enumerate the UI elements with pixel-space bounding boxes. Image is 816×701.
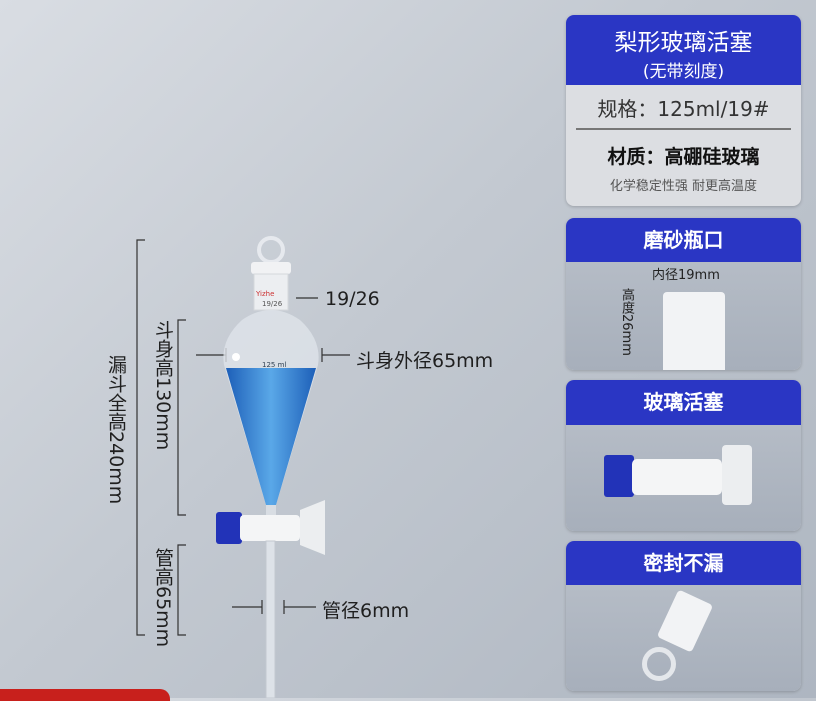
- tube-height-label: 管高65mm: [152, 548, 174, 648]
- tube-diameter-label: 管径6mm: [322, 600, 410, 622]
- inner-diameter-label: 内径19mm: [652, 268, 720, 283]
- feature-title: 磨砂瓶口: [566, 218, 801, 262]
- feature-card-glass-stopcock: 玻璃活塞: [566, 380, 801, 531]
- body-diameter-label: 斗身外径65mm: [356, 350, 494, 372]
- spec-material: 材质：高硼硅玻璃: [607, 146, 760, 168]
- feature-title: 密封不漏: [566, 541, 801, 585]
- stopcock-handle: [722, 445, 752, 505]
- stopper-image: [656, 589, 714, 653]
- spec-card: 梨形玻璃活塞 (无带刻度) 规格：125ml/19# 材质：高硼硅玻璃 化学稳定…: [566, 15, 801, 206]
- stopper-ring: [642, 647, 676, 681]
- bottom-red-bar: [0, 689, 170, 701]
- feature-card-ground-mouth: 磨砂瓶口 内径19mm 高度26mm: [566, 218, 801, 370]
- body-height-label: 斗身高130mm: [152, 320, 174, 451]
- mouth-height-label: 高度26mm: [619, 288, 634, 356]
- ground-joint-image: [663, 292, 725, 370]
- separatory-funnel-illustration: [136, 236, 350, 698]
- feature-card-sealed: 密封不漏: [566, 541, 801, 691]
- spec-material-note: 化学稳定性强 耐更高温度: [609, 179, 758, 194]
- stopcock-body: [632, 459, 722, 495]
- stopcock-cap: [604, 455, 634, 497]
- funnel-joint-mark: 19/26: [262, 300, 283, 308]
- spec-subtitle: (无带刻度): [642, 62, 725, 82]
- joint-size-label: 19/26: [325, 288, 380, 310]
- feature-title: 玻璃活塞: [566, 380, 801, 425]
- funnel-volume-mark: 125 ml: [262, 361, 287, 369]
- spec-size: 规格：125ml/19#: [576, 85, 791, 130]
- spec-title: 梨形玻璃活塞: [614, 30, 753, 56]
- total-height-label: 漏斗全高240mm: [105, 355, 127, 505]
- funnel-brand-mark: Yizhe: [256, 290, 275, 298]
